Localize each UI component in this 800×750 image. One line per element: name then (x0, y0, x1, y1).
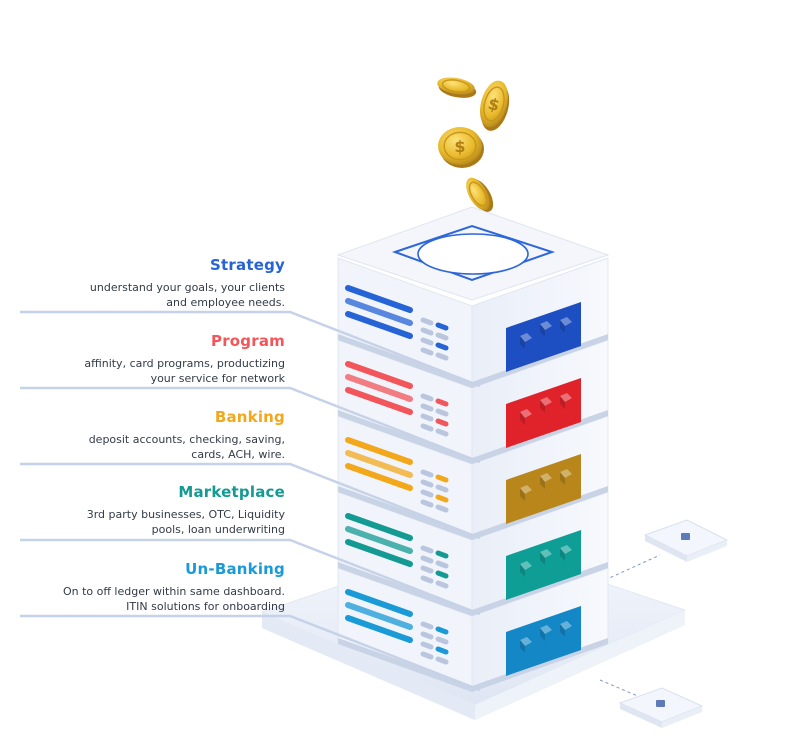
coin-icon: $ (438, 127, 484, 168)
layer-description-line-1: 3rd party businesses, OTC, Liquidity (86, 508, 285, 521)
floating-node-upper (604, 519, 729, 581)
layer-description-line-2: pools, loan underwriting (151, 523, 285, 536)
label-program: Program affinity, card programs, producti… (0, 332, 285, 386)
label-un-banking: Un-Banking On to off ledger within same d… (0, 560, 285, 614)
svg-text:$: $ (454, 137, 465, 156)
layer-description-line-2: and employee needs. (166, 296, 285, 309)
floating-node-lower (599, 679, 704, 728)
server-layer-program (337, 333, 609, 465)
server-top (336, 206, 610, 301)
layer-description-line-1: affinity, card programs, productizing (84, 357, 285, 370)
server-layer-un-banking (337, 561, 609, 693)
layer-title: Strategy (210, 256, 285, 274)
layer-description-line-1: On to off ledger within same dashboard. (62, 585, 285, 598)
coin-icon (437, 77, 477, 98)
layer-description-line-2: your service for network (150, 372, 285, 385)
server-layer-banking (337, 409, 609, 541)
layer-title: Un-Banking (185, 560, 285, 578)
coins: $$ (437, 77, 510, 212)
layer-description-line-2: ITIN solutions for onboarding (126, 600, 285, 613)
layer-title: Banking (214, 408, 285, 426)
layer-title: Marketplace (178, 483, 285, 501)
connector-line (20, 614, 481, 692)
label-connectors (20, 310, 481, 692)
layer-description-line-2: cards, ACH, wire. (191, 448, 285, 461)
connector-line (20, 386, 481, 464)
layer-description-line-1: deposit accounts, checking, saving, (88, 433, 285, 446)
label-banking: Banking deposit accounts, checking, savin… (0, 408, 285, 462)
label-marketplace: Marketplace 3rd party businesses, OTC, Li… (0, 483, 285, 537)
server-layers (337, 257, 609, 693)
layer-description-line-1: understand your goals, your clients (89, 281, 285, 294)
label-strategy: Strategy understand your goals, your clie… (0, 256, 285, 310)
connector-line (20, 538, 481, 616)
connector-line (20, 462, 481, 540)
coin-icon (466, 177, 494, 212)
svg-text:$: $ (486, 94, 502, 115)
connector-line (20, 310, 481, 388)
coin-icon: $ (479, 80, 510, 131)
layer-title: Program (211, 332, 285, 350)
server-layer-strategy (337, 257, 609, 389)
